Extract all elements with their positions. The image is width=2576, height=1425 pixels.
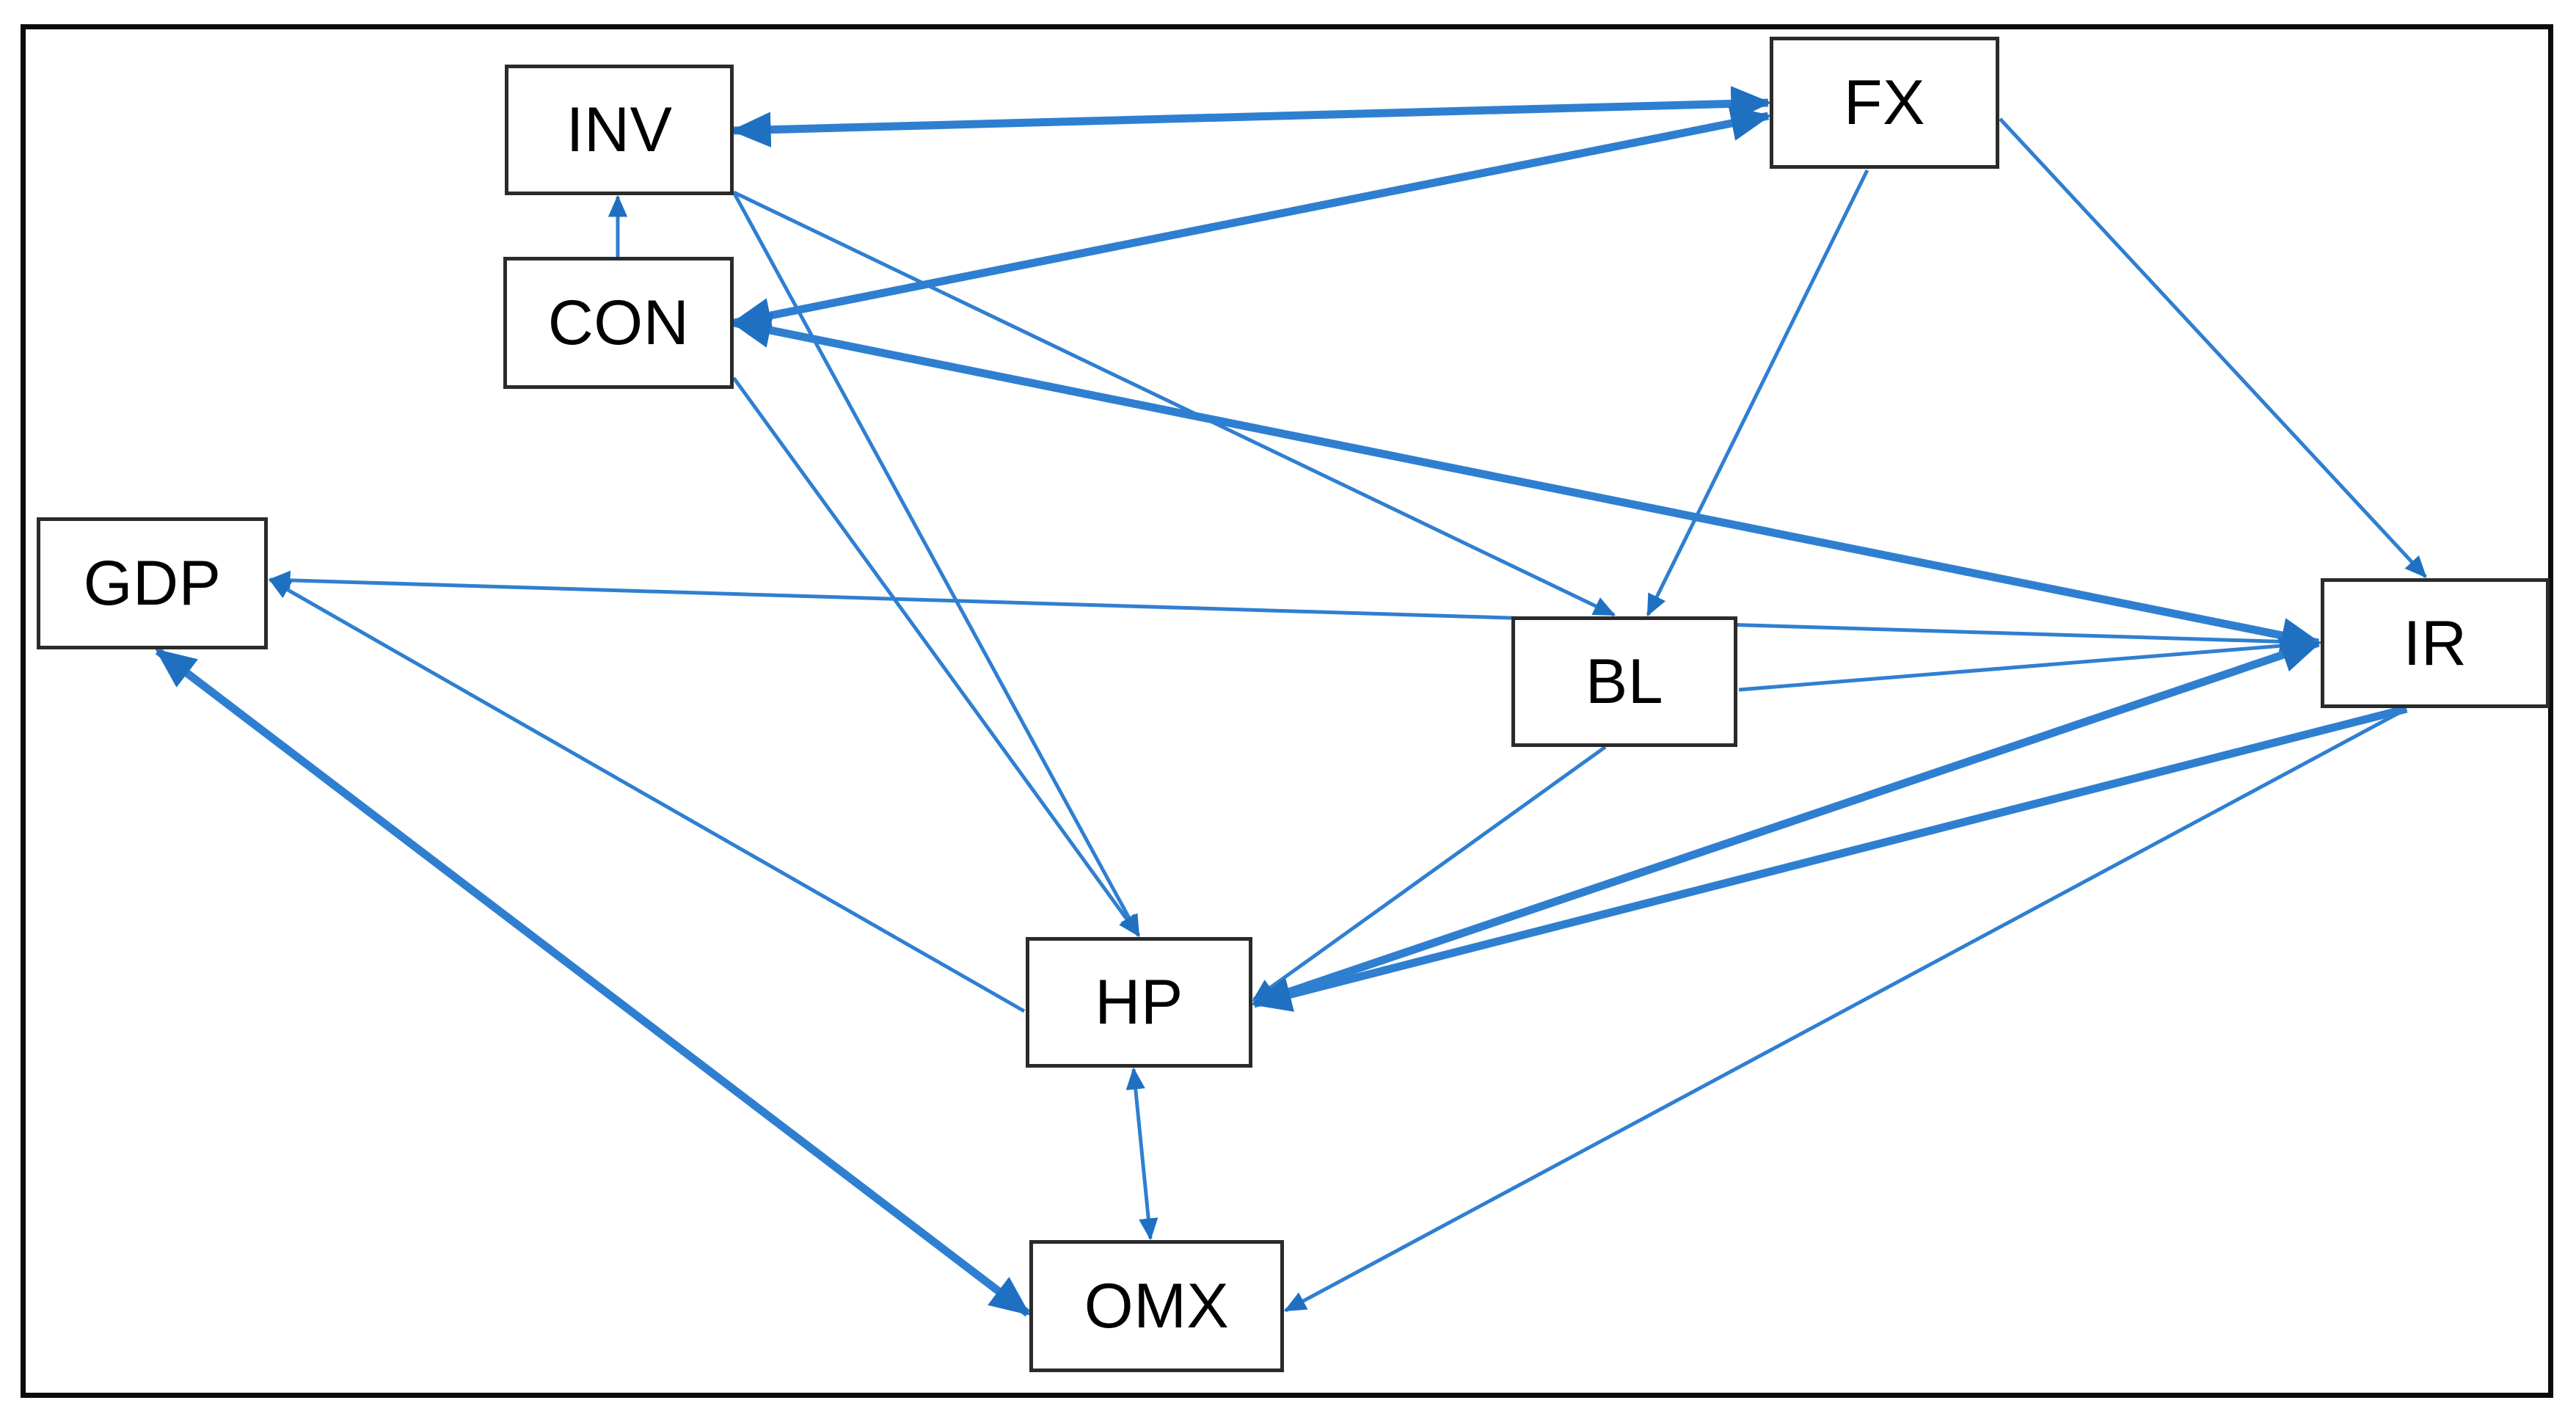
edge — [1999, 117, 2427, 578]
edge — [155, 647, 1031, 1317]
node-fx[interactable]: FX — [1770, 37, 1999, 169]
edge — [1283, 707, 2408, 1313]
edge — [1738, 635, 2321, 692]
edge — [1125, 1067, 1159, 1241]
node-omx[interactable]: OMX — [1029, 1240, 1284, 1372]
edge — [268, 570, 2319, 645]
node-label: CON — [547, 288, 690, 358]
edge — [1252, 745, 1607, 1002]
edge — [730, 86, 1772, 147]
node-label: IR — [2403, 608, 2467, 679]
node-label: INV — [566, 95, 673, 165]
node-ir[interactable]: IR — [2321, 578, 2550, 708]
node-label: GDP — [83, 548, 222, 619]
edge — [268, 577, 1026, 1013]
node-bl[interactable]: BL — [1511, 616, 1737, 747]
edge — [1250, 704, 2408, 1012]
node-con[interactable]: CON — [503, 257, 734, 389]
edge — [1646, 169, 1869, 617]
edge — [731, 191, 1141, 938]
node-gdp[interactable]: GDP — [37, 517, 268, 649]
edge — [731, 376, 1141, 937]
edge — [730, 106, 1772, 333]
edge — [730, 313, 2322, 653]
node-hp[interactable]: HP — [1026, 937, 1252, 1068]
node-label: HP — [1095, 967, 1183, 1038]
node-label: FX — [1844, 68, 1925, 138]
node-label: BL — [1585, 646, 1664, 717]
edge — [1252, 638, 2322, 1008]
node-inv[interactable]: INV — [505, 65, 734, 195]
edge — [732, 190, 1616, 617]
node-label: OMX — [1084, 1271, 1230, 1341]
